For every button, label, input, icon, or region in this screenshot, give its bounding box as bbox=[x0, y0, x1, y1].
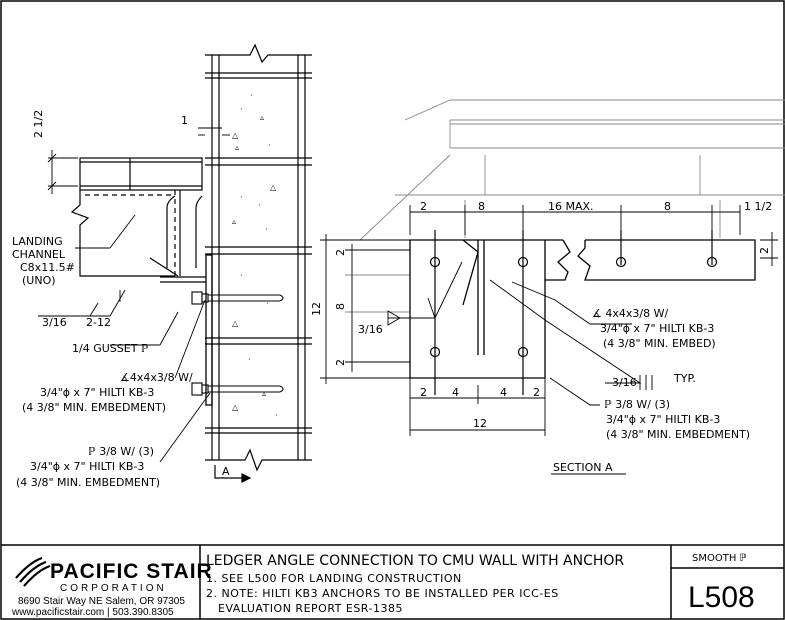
dim-bot-2b: 2 bbox=[533, 386, 540, 399]
section-angle-note-1: 3/4"ϕ x 7" HILTI KB-3 bbox=[600, 322, 714, 335]
svg-text:·: · bbox=[258, 201, 261, 210]
company-address: 8690 Stair Way NE Salem, OR 97305 bbox=[18, 596, 185, 607]
section-leaders bbox=[387, 261, 653, 475]
svg-text:·: · bbox=[248, 355, 251, 364]
section-dimensions bbox=[320, 205, 778, 436]
landing-channel-label-1: CHANNEL bbox=[12, 248, 66, 261]
svg-text:▵: ▵ bbox=[260, 113, 264, 122]
landing-channel-label-0: LANDING bbox=[12, 235, 63, 248]
svg-text:·: · bbox=[266, 299, 269, 308]
ledger-angle-section bbox=[409, 239, 756, 379]
dim-bot-12: 12 bbox=[473, 417, 487, 430]
svg-text:·: · bbox=[240, 105, 243, 114]
svg-text:△: △ bbox=[232, 131, 239, 140]
svg-text:△: △ bbox=[232, 403, 239, 412]
note-1: 1. SEE L500 FOR LANDING CONSTRUCTION bbox=[206, 572, 462, 585]
dim-bot-4b: 4 bbox=[500, 386, 507, 399]
title-block-frame bbox=[1, 544, 784, 619]
dim-top-16max: 16 MAX. bbox=[548, 200, 594, 213]
note-3: EVALUATION REPORT ESR-1385 bbox=[206, 602, 403, 615]
angle-note-2: (4 3/8" MIN. EMBEDMENT) bbox=[22, 401, 166, 414]
plate-note-2: (4 3/8" MIN. EMBEDMENT) bbox=[16, 476, 160, 489]
typ-label: TYP. bbox=[673, 372, 696, 385]
sheet-number: L508 bbox=[688, 581, 755, 614]
section-angle-note-2: (4 3/8" MIN. EMBED) bbox=[603, 337, 716, 350]
svg-text:△: △ bbox=[232, 319, 239, 328]
company-contact: www.pacificstair.com | 503.390.8305 bbox=[11, 607, 174, 618]
svg-text:·: · bbox=[265, 225, 268, 234]
svg-text:·: · bbox=[240, 193, 243, 202]
dim-right-2: 2 bbox=[758, 247, 771, 254]
svg-text:·: · bbox=[240, 271, 243, 280]
svg-text:▵: ▵ bbox=[235, 143, 239, 152]
company-name: PACIFIC STAIR bbox=[50, 560, 213, 583]
ledger-angle bbox=[160, 254, 213, 406]
weld-3-16-left: 3/16 bbox=[42, 316, 67, 329]
landing-channel-label-2: C8x11.5# bbox=[20, 261, 75, 274]
left-leaders bbox=[38, 214, 211, 463]
dim-top-1-1-2: 1 1/2 bbox=[744, 200, 772, 213]
left-detail-labels: 1 2 1/2 LANDING CHANNEL C8x11.5# (UNO) 3… bbox=[12, 110, 230, 489]
angle-note-0: ∡4x4x3/8 W/ bbox=[120, 371, 193, 384]
landing-channel-label-3: (UNO) bbox=[22, 274, 56, 287]
cmu-stipple: △ ▵ · ▵ · · △ ▵ · · · △ · · △ ▵ · · bbox=[232, 91, 278, 420]
section-a-title: SECTION A bbox=[553, 461, 613, 474]
dim-bot-2a: 2 bbox=[420, 386, 427, 399]
pacific-stair-logo-mark bbox=[15, 556, 51, 587]
section-marker-a: A bbox=[222, 465, 230, 478]
section-plate-note-0: ℙ 3/8 W/ (3) bbox=[604, 398, 670, 411]
dim-top-2: 2 bbox=[420, 200, 427, 213]
gusset-label: 1/4 GUSSET ℙ bbox=[72, 342, 149, 355]
svg-text:▵: ▵ bbox=[262, 389, 266, 398]
svg-text:·: · bbox=[268, 141, 271, 150]
anchor-bolts bbox=[191, 291, 284, 396]
section-plate-note-2: (4 3/8" MIN. EMBEDMENT) bbox=[606, 428, 750, 441]
typ-weld-3-16: 3/16 bbox=[612, 376, 637, 389]
cmu-wall bbox=[205, 43, 312, 472]
section-anchor-holes bbox=[429, 230, 718, 395]
dim-top-8b: 8 bbox=[664, 200, 671, 213]
section-cut-a bbox=[214, 465, 252, 483]
section-plate-note-1: 3/4"ϕ x 7" HILTI KB-3 bbox=[606, 413, 720, 426]
svg-text:△: △ bbox=[270, 183, 277, 192]
plate-note-1: 3/4"ϕ x 7" HILTI KB-3 bbox=[30, 460, 144, 473]
finish-label: SMOOTH ℙ bbox=[692, 553, 747, 564]
note-2: 2. NOTE: HILTI KB3 ANCHORS TO BE INSTALL… bbox=[206, 587, 559, 600]
dim-left-12: 12 bbox=[310, 302, 323, 316]
company-sub: CORPORATION bbox=[60, 583, 167, 594]
svg-text:▵: ▵ bbox=[232, 217, 236, 226]
dim-left-8: 8 bbox=[334, 303, 347, 310]
section-angle-note-0: ∡ 4x4x3/8 W/ bbox=[592, 307, 668, 320]
weld-2-12: 2-12 bbox=[86, 316, 111, 329]
plate-note-0: ℙ 3/8 W/ (3) bbox=[88, 445, 154, 458]
left-dimensions bbox=[47, 127, 230, 194]
landing-channel bbox=[70, 157, 203, 277]
angle-note-1: 3/4"ϕ x 7" HILTI KB-3 bbox=[40, 386, 154, 399]
dim-left-2a: 2 bbox=[334, 249, 347, 256]
section-a-labels: 2 8 16 MAX. 8 1 1/2 2 2 8 2 12 2 4 4 2 1… bbox=[310, 200, 772, 474]
svg-text:·: · bbox=[250, 91, 253, 100]
dim-left-2b: 2 bbox=[334, 359, 347, 366]
sheet-title: LEDGER ANGLE CONNECTION TO CMU WALL WITH… bbox=[206, 553, 624, 569]
section-a-background bbox=[345, 99, 785, 313]
weld-3-16-section: 3/16 bbox=[358, 323, 383, 336]
svg-text:·: · bbox=[275, 411, 278, 420]
dim-top-8a: 8 bbox=[478, 200, 485, 213]
dim-1: 1 bbox=[181, 114, 188, 127]
dim-bot-4a: 4 bbox=[452, 386, 459, 399]
dim-2-1-2: 2 1/2 bbox=[32, 110, 45, 138]
